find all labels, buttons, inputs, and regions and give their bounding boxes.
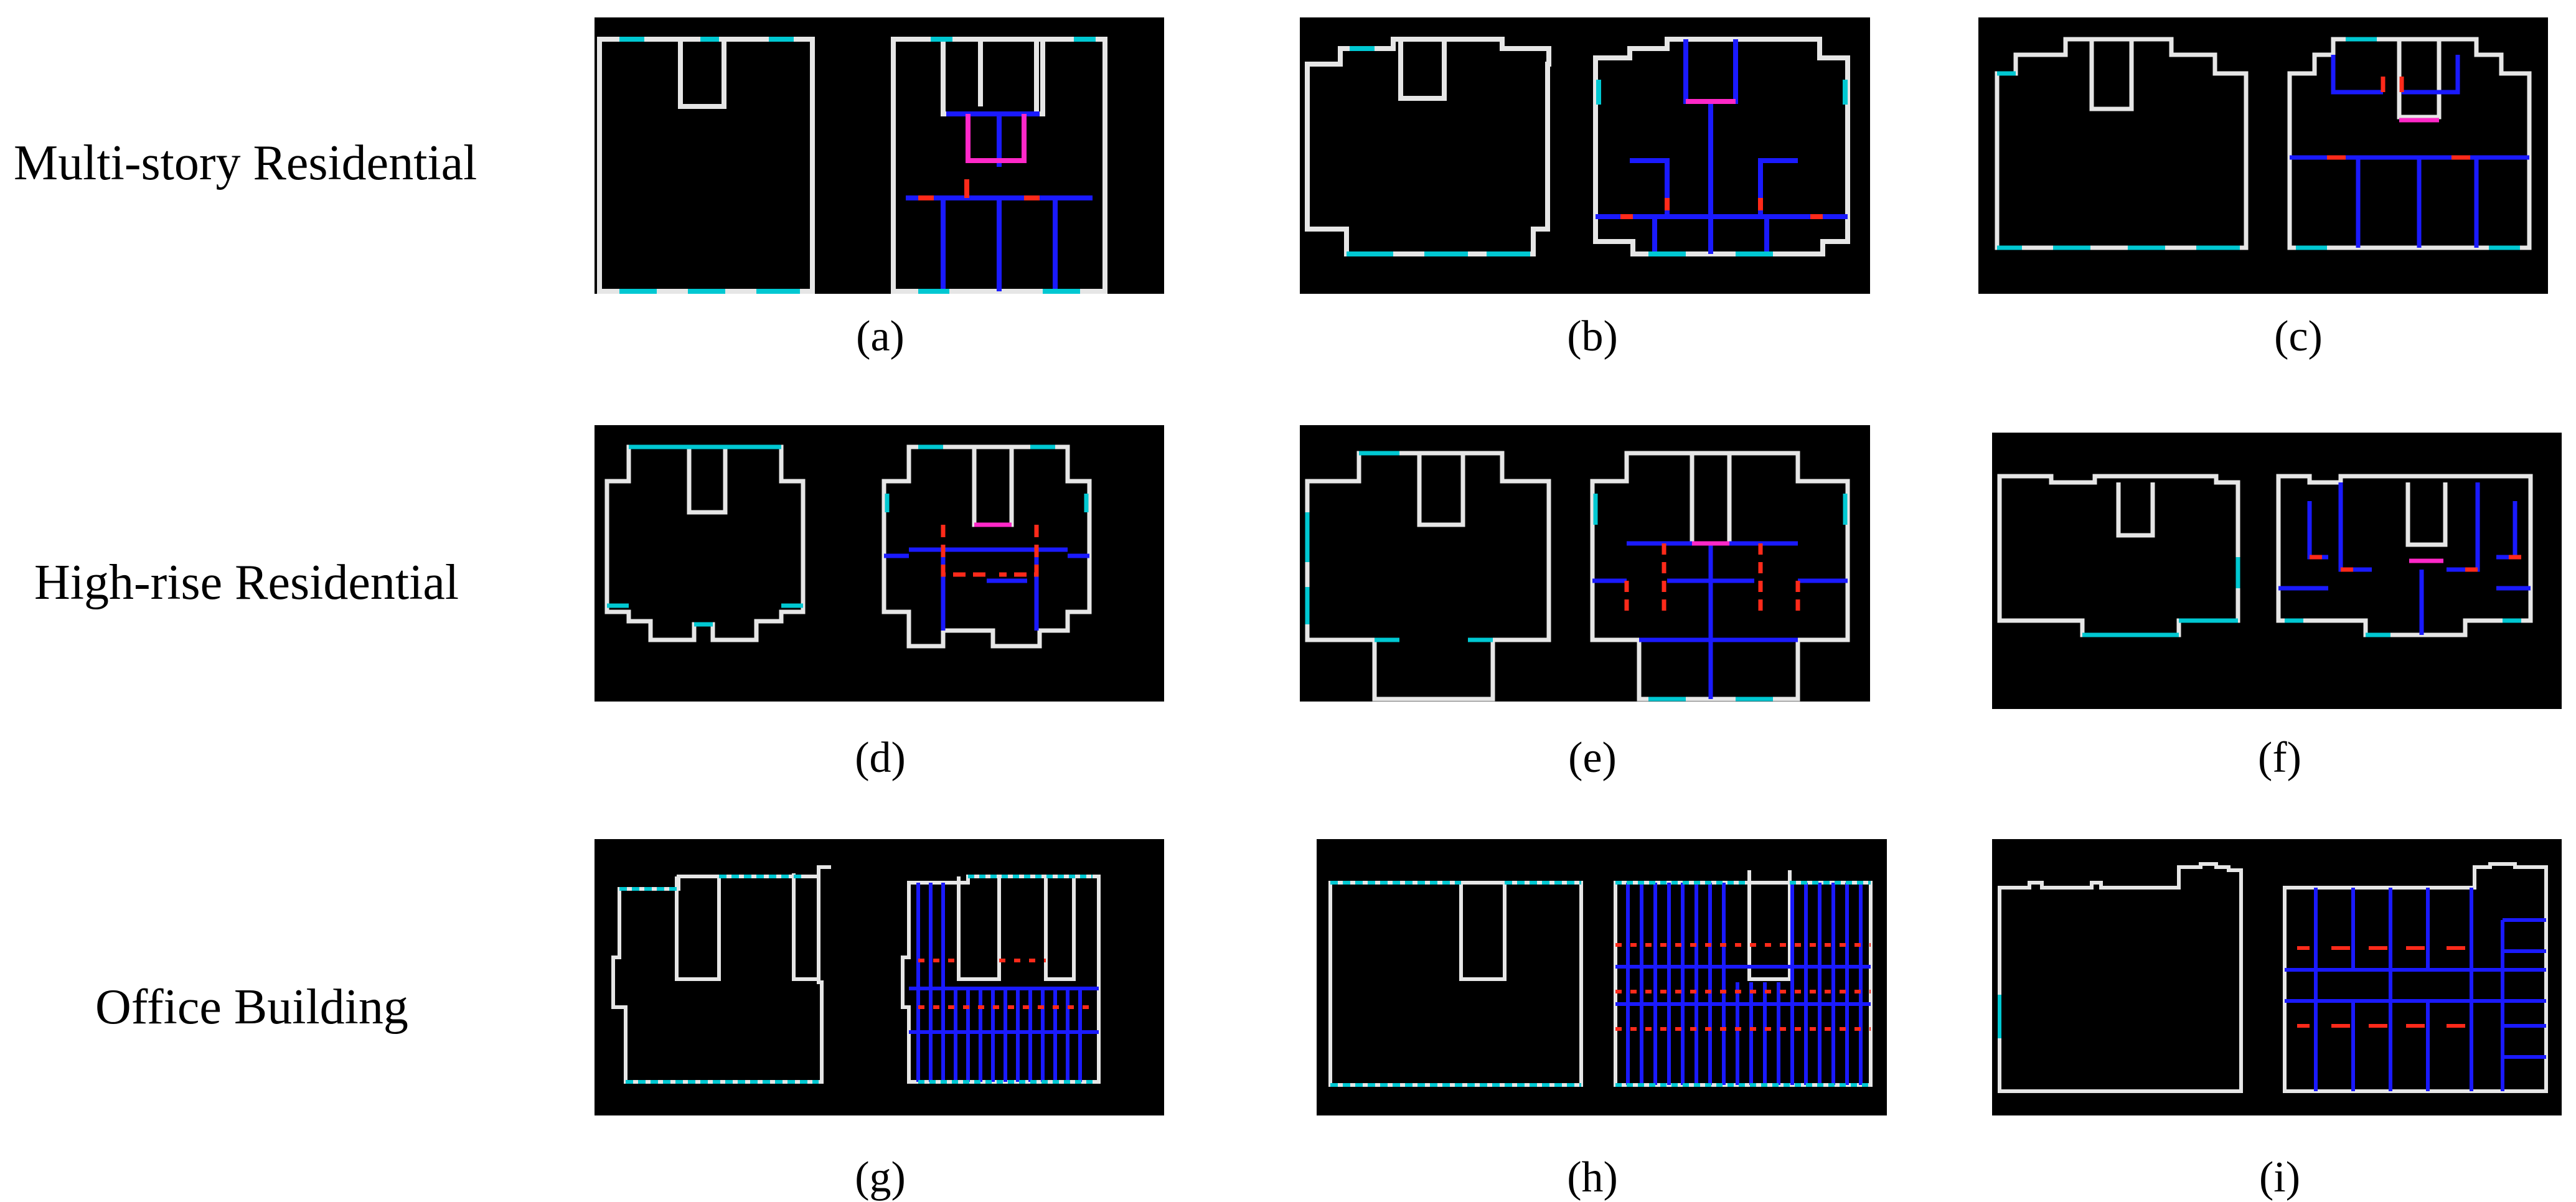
panel-f: [1992, 433, 2562, 709]
floorplan-g: [611, 865, 1101, 1084]
row-label-office-building: Office Building: [95, 980, 408, 1035]
panel-e: [1300, 425, 1870, 702]
floorplan-h: [1328, 870, 1873, 1087]
caption-h: (h): [1567, 1153, 1618, 1201]
floorplan-c: [1995, 37, 2532, 250]
row-label-high-rise: High-rise Residential: [34, 555, 459, 610]
caption-g: (g): [855, 1153, 906, 1201]
caption-e: (e): [1568, 734, 1617, 782]
floorplan-d: [604, 444, 1092, 649]
panel-g: [595, 839, 1164, 1115]
floorplan-e: [1305, 451, 1850, 702]
panel-h: [1317, 839, 1887, 1115]
caption-i: (i): [2259, 1153, 2301, 1201]
panel-c: [1978, 17, 2548, 294]
floorplan-b: [1305, 37, 1850, 256]
panel-a: [595, 17, 1164, 294]
caption-d: (d): [855, 734, 906, 782]
panel-d: [595, 425, 1164, 702]
caption-b: (b): [1567, 312, 1618, 360]
floorplan-f: [1997, 474, 2533, 637]
caption-c: (c): [2274, 312, 2323, 360]
floorplan-a: [597, 37, 1107, 294]
panel-b: [1300, 17, 1870, 294]
row-label-multi-story: Multi-story Residential: [14, 136, 477, 190]
floorplan-i: [1998, 862, 2548, 1093]
caption-f: (f): [2258, 734, 2301, 782]
caption-a: (a): [856, 312, 905, 360]
panel-i: [1992, 839, 2562, 1115]
